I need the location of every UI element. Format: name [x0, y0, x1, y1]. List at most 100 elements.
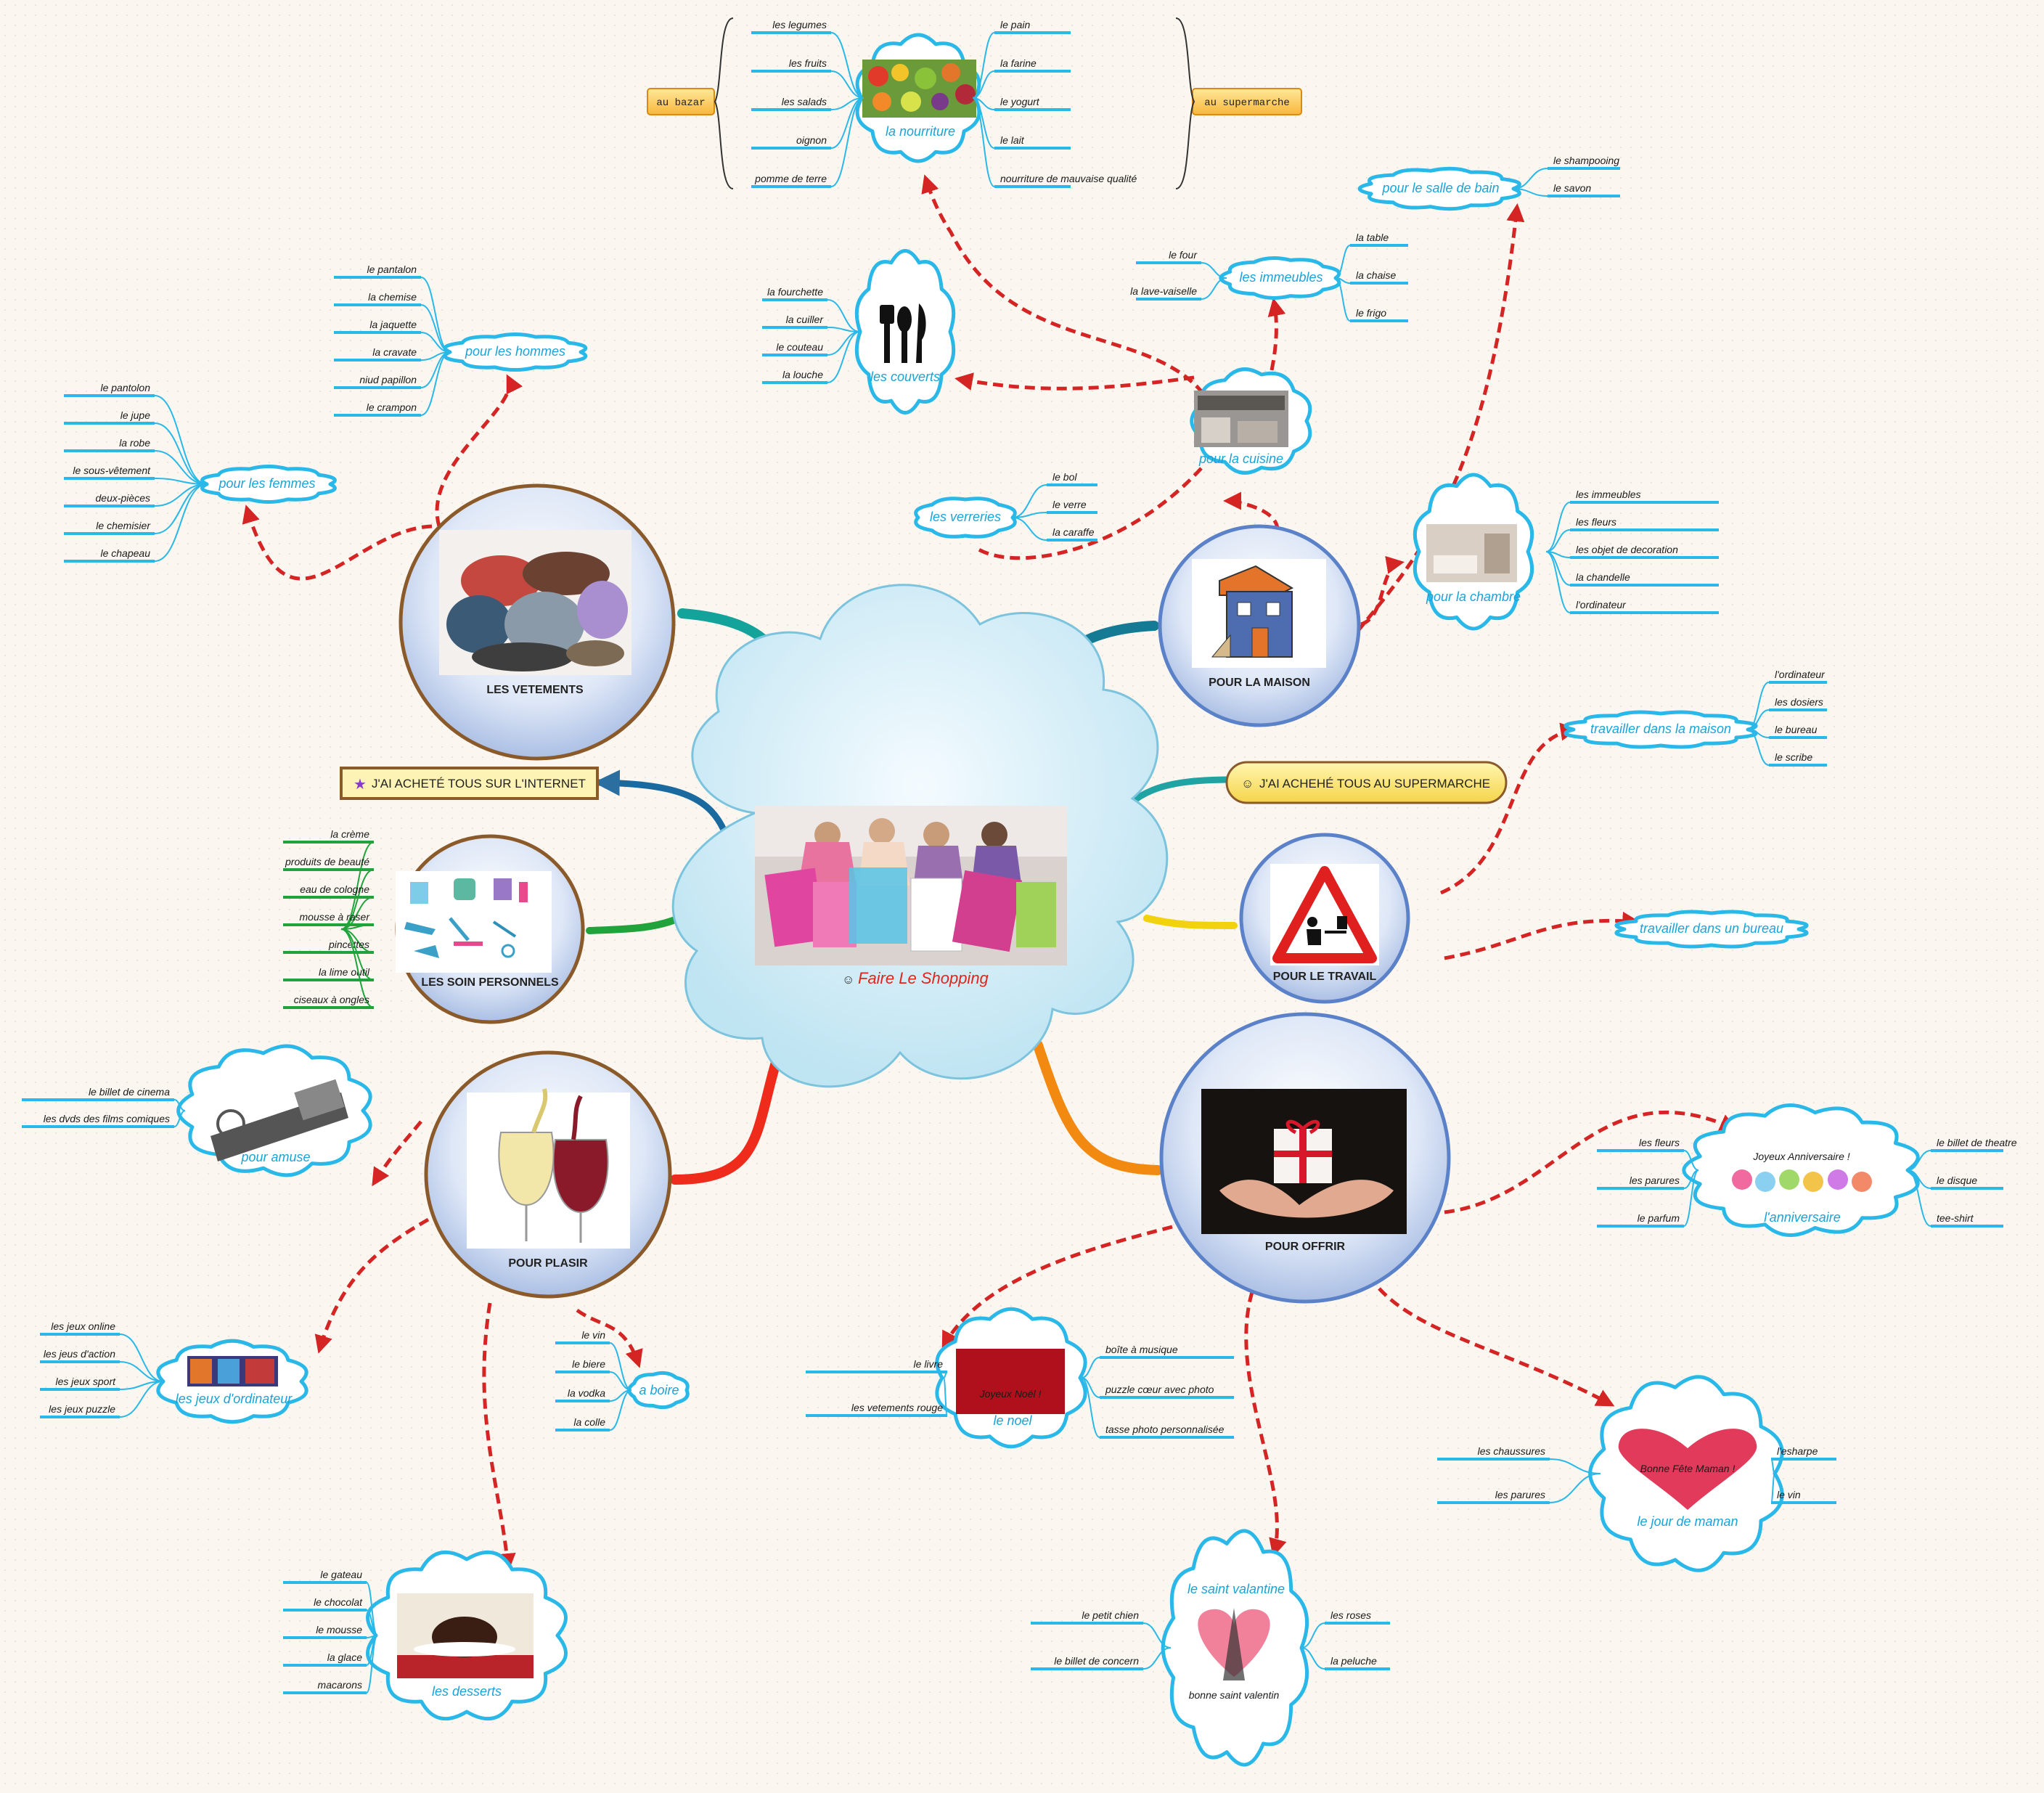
cloud-verreries[interactable]: les verreries — [914, 497, 1017, 539]
leaf-topic[interactable]: nourriture de mauvaise qualité — [1000, 173, 1137, 184]
leaf-topic[interactable]: le vin — [581, 1329, 605, 1341]
note-supermarche[interactable]: ☺ J'AI ACHEHÉ TOUS AU SUPERMARCHE — [1225, 761, 1508, 804]
leaf-topic[interactable]: le jupe — [120, 409, 150, 421]
leaf-topic[interactable]: la vodka — [568, 1387, 605, 1399]
leaf-topic[interactable]: les dvds des films comiques — [44, 1113, 170, 1124]
leaf-topic[interactable]: le savon — [1553, 182, 1591, 194]
tag-bazar[interactable]: au bazar — [647, 88, 715, 115]
leaf-topic[interactable]: le biere — [572, 1358, 605, 1370]
cloud-immeubles[interactable]: les immeubles — [1219, 256, 1341, 300]
leaf-topic[interactable]: la chandelle — [1576, 571, 1630, 583]
leaf-topic[interactable]: les fleurs — [1576, 516, 1616, 528]
leaf-topic[interactable]: la caraffe — [1052, 526, 1095, 538]
leaf-topic[interactable]: la lime outil — [319, 966, 370, 978]
leaf-topic[interactable]: macarons — [318, 1679, 362, 1691]
leaf-topic[interactable]: le chapeau — [100, 547, 150, 559]
cloud-femmes[interactable]: pour les femmes — [200, 464, 337, 505]
leaf-topic[interactable]: les fleurs — [1639, 1137, 1680, 1148]
leaf-topic[interactable]: la robe — [119, 437, 150, 449]
leaf-topic[interactable]: la crème — [330, 828, 369, 840]
leaf-topic[interactable]: tasse photo personnalisée — [1105, 1424, 1225, 1435]
leaf-topic[interactable]: les parures — [1495, 1489, 1545, 1500]
leaf-topic[interactable]: le chocolat — [314, 1596, 363, 1608]
main-node-soin[interactable]: LES SOIN PERSONNELS — [395, 834, 585, 1024]
leaf-topic[interactable]: la lave-vaiselle — [1130, 285, 1197, 297]
leaf-topic[interactable]: le pain — [1000, 19, 1030, 30]
leaf-topic[interactable]: oignon — [796, 134, 827, 146]
note-internet[interactable]: ★ J'AI ACHETÉ TOUS SUR L'INTERNET — [340, 767, 599, 800]
leaf-topic[interactable]: l'ordinateur — [1576, 599, 1627, 610]
leaf-topic[interactable]: pomme de terre — [754, 173, 827, 184]
leaf-topic[interactable]: le pantolon — [100, 382, 150, 393]
leaf-topic[interactable]: produits de beauté — [285, 856, 369, 867]
leaf-topic[interactable]: tee-shirt — [1937, 1212, 1974, 1224]
leaf-topic[interactable]: la chaise — [1356, 269, 1396, 281]
tag-supermarche[interactable]: au supermarche — [1192, 88, 1302, 115]
leaf-topic[interactable]: pincettes — [328, 939, 369, 950]
leaf-topic[interactable]: boîte à musique — [1105, 1344, 1178, 1355]
leaf-topic[interactable]: le yogurt — [1000, 96, 1040, 107]
leaf-topic[interactable]: les fruits — [789, 57, 827, 69]
leaf-topic[interactable]: les objet de decoration — [1576, 544, 1678, 555]
leaf-topic[interactable]: la table — [1356, 232, 1389, 243]
leaf-topic[interactable]: les parures — [1630, 1175, 1680, 1186]
leaf-topic[interactable]: le crampon — [367, 401, 417, 413]
leaf-topic[interactable]: la louche — [782, 369, 823, 380]
cloud-travail_maison[interactable]: travailler dans la maison — [1563, 710, 1758, 749]
leaf-topic[interactable]: l'ordinateur — [1775, 669, 1826, 680]
leaf-topic[interactable]: le bureau — [1775, 724, 1818, 735]
leaf-topic[interactable]: les immeubles — [1576, 489, 1640, 500]
main-node-vetements[interactable]: LES VETEMENTS — [398, 483, 676, 761]
leaf-topic[interactable]: le four — [1169, 249, 1198, 261]
leaf-topic[interactable]: les jeux puzzle — [49, 1403, 115, 1415]
leaf-topic[interactable]: le billet de concern — [1054, 1655, 1139, 1667]
leaf-topic[interactable]: le parfum — [1638, 1212, 1680, 1224]
leaf-topic[interactable]: le billet de cinema — [89, 1086, 170, 1098]
leaf-topic[interactable]: le chemisier — [96, 520, 151, 531]
leaf-topic[interactable]: le petit chien — [1082, 1609, 1139, 1621]
leaf-topic[interactable]: la jaquette — [369, 319, 417, 330]
center-node[interactable]: ☺ Faire Le Shopping — [671, 584, 1169, 1088]
leaf-topic[interactable]: la farine — [1000, 57, 1037, 69]
leaf-topic[interactable]: mousse à raser — [300, 911, 371, 923]
cloud-salle_bain[interactable]: pour le salle de bain — [1357, 166, 1521, 211]
leaf-topic[interactable]: le livre — [914, 1358, 944, 1370]
leaf-topic[interactable]: le verre — [1052, 499, 1087, 510]
leaf-topic[interactable]: les dosiers — [1775, 696, 1823, 708]
cloud-travail_bureau[interactable]: travailler dans un bureau — [1614, 910, 1809, 949]
leaf-topic[interactable]: le pantalon — [367, 264, 417, 275]
leaf-topic[interactable]: le vin — [1777, 1489, 1801, 1500]
leaf-topic[interactable]: le disque — [1937, 1175, 1977, 1186]
cloud-hommes[interactable]: pour les hommes — [443, 332, 588, 372]
leaf-topic[interactable]: le couteau — [776, 341, 823, 353]
leaf-topic[interactable]: la fourchette — [767, 286, 823, 298]
leaf-topic[interactable]: le mousse — [316, 1624, 362, 1635]
leaf-topic[interactable]: la cuiller — [786, 314, 825, 325]
leaf-topic[interactable]: les jeux online — [51, 1320, 115, 1332]
leaf-topic[interactable]: le billet de theatre — [1937, 1137, 2017, 1148]
leaf-topic[interactable]: la glace — [327, 1651, 362, 1663]
leaf-topic[interactable]: le sous-vêtement — [73, 465, 151, 476]
leaf-topic[interactable]: les roses — [1330, 1609, 1371, 1621]
leaf-topic[interactable]: les vetements rouge — [851, 1402, 943, 1413]
leaf-topic[interactable]: les legumes — [772, 19, 827, 30]
leaf-topic[interactable]: eau de cologne — [300, 883, 369, 895]
leaf-topic[interactable]: deux-pièces — [96, 492, 151, 504]
leaf-topic[interactable]: ciseaux à ongles — [294, 994, 369, 1005]
leaf-topic[interactable]: la peluche — [1330, 1655, 1377, 1667]
leaf-topic[interactable]: les jeux sport — [56, 1376, 117, 1387]
leaf-topic[interactable]: la chemise — [368, 291, 417, 303]
leaf-topic[interactable]: le gateau — [320, 1569, 362, 1580]
leaf-topic[interactable]: niud papillon — [359, 374, 417, 385]
leaf-topic[interactable]: l'esharpe — [1777, 1445, 1818, 1457]
leaf-topic[interactable]: le lait — [1000, 134, 1025, 146]
leaf-topic[interactable]: les jeus d'action — [44, 1348, 115, 1360]
cloud-boire[interactable]: a boire — [627, 1371, 690, 1410]
leaf-topic[interactable]: le scribe — [1775, 751, 1812, 763]
leaf-topic[interactable]: le shampooing — [1553, 155, 1619, 166]
main-node-offrir[interactable]: POUR OFFRIR — [1159, 1012, 1451, 1304]
leaf-topic[interactable]: la colle — [573, 1416, 605, 1428]
main-node-travail[interactable]: POUR LE TRAVAIL — [1239, 833, 1410, 1004]
leaf-topic[interactable]: la cravate — [372, 346, 417, 358]
leaf-topic[interactable]: le frigo — [1356, 307, 1386, 319]
